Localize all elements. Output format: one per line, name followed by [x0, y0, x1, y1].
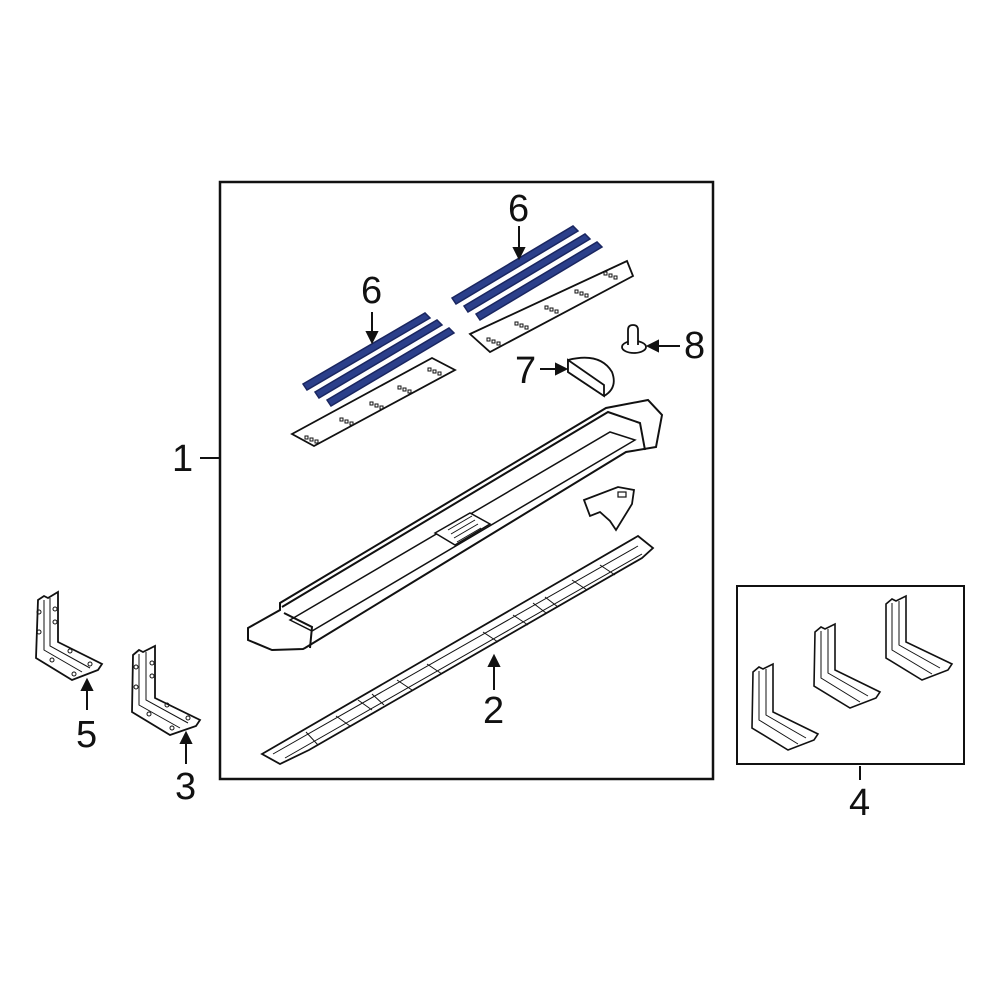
- callout-6-front: 6: [508, 188, 530, 230]
- end-cap-part[interactable]: [567, 356, 615, 398]
- callout-2: 2: [483, 690, 505, 732]
- callout-7: 7: [515, 350, 537, 392]
- leader-arrows: [80, 226, 861, 780]
- callout-3: 3: [175, 766, 197, 808]
- insert-strips-rear[interactable]: [301, 312, 456, 408]
- callout-6-rear: 6: [361, 270, 383, 312]
- bracket-5-part[interactable]: [35, 590, 104, 681]
- lower-trim-molding[interactable]: [260, 534, 655, 766]
- callout-4: 4: [849, 782, 871, 824]
- step-pad-plate-rear[interactable]: [290, 356, 457, 448]
- molding-end-bracket[interactable]: [582, 486, 636, 532]
- step-pad-plate-front[interactable]: [468, 259, 635, 354]
- running-board-step[interactable]: [247, 398, 664, 652]
- retainer-clip-part[interactable]: [621, 324, 647, 354]
- bracket-set-4-parts[interactable]: [751, 594, 954, 751]
- insert-strips-front[interactable]: [450, 225, 604, 322]
- callout-1: 1: [172, 438, 194, 480]
- callout-5: 5: [76, 714, 98, 756]
- bracket-set-4-frame: [736, 585, 965, 765]
- callout-8: 8: [684, 325, 706, 367]
- assembly-1-frame: [218, 180, 715, 781]
- bracket-3-part[interactable]: [131, 644, 202, 736]
